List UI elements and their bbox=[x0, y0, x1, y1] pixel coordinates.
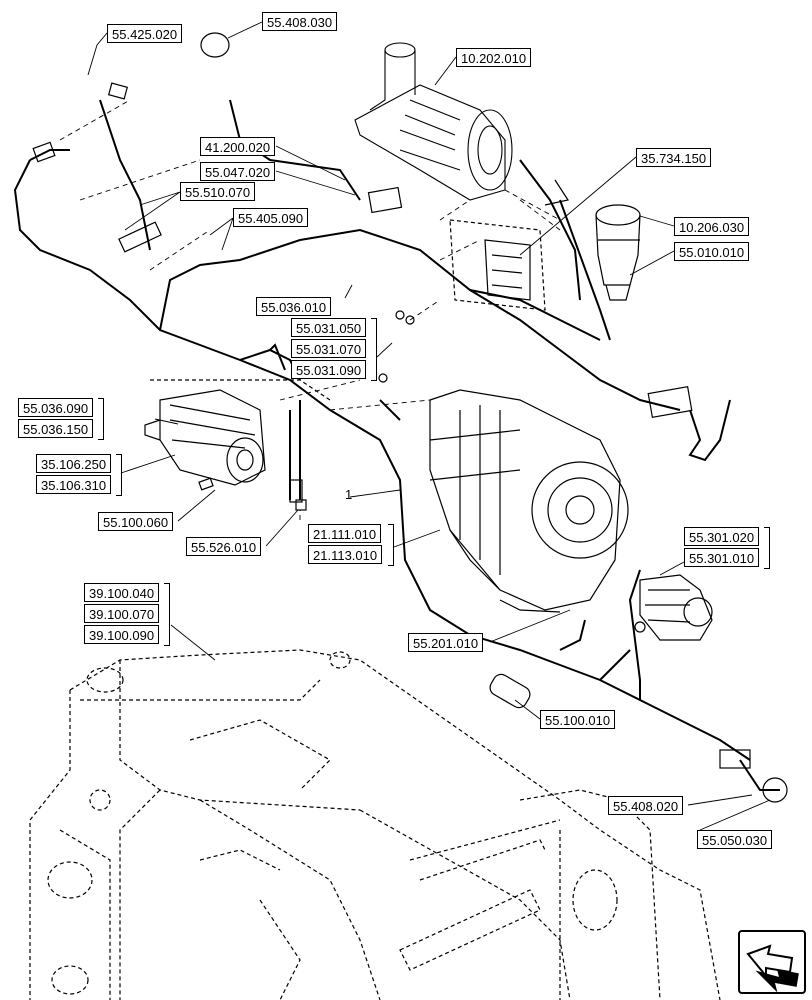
fuel-filter bbox=[595, 204, 641, 301]
bracket-55-031 bbox=[371, 318, 377, 381]
leader-lines bbox=[87, 21, 771, 831]
callout-55-036-150[interactable]: 55.036.150 bbox=[18, 419, 94, 438]
callout-55-047-020[interactable]: 55.047.020 bbox=[200, 162, 276, 181]
valve-block bbox=[449, 219, 546, 311]
hydraulic-pump bbox=[144, 379, 331, 486]
guide-lines bbox=[59, 99, 561, 520]
callout-55-510-070[interactable]: 55.510.070 bbox=[180, 182, 256, 201]
callout-55-031-070[interactable]: 55.031.070 bbox=[291, 339, 367, 358]
callout-41-200-020[interactable]: 41.200.020 bbox=[200, 137, 276, 156]
transmission bbox=[429, 389, 629, 613]
next-page-button[interactable] bbox=[738, 930, 806, 994]
callout-55-010-010[interactable]: 55.010.010 bbox=[674, 242, 750, 261]
callout-55-036-010[interactable]: 55.036.010 bbox=[256, 297, 332, 316]
callout-55-100-060[interactable]: 55.100.060 bbox=[98, 512, 174, 531]
item-number-label: 1 bbox=[345, 487, 353, 502]
callout-55-050-030[interactable]: 55.050.030 bbox=[697, 830, 773, 849]
callout-35-106-250[interactable]: 35.106.250 bbox=[36, 454, 112, 473]
callout-35-106-310[interactable]: 35.106.310 bbox=[36, 475, 112, 494]
callout-55-031-090[interactable]: 55.031.090 bbox=[291, 360, 367, 379]
chassis-frame bbox=[29, 649, 721, 1000]
bracket-21-11x bbox=[388, 524, 394, 566]
callout-55-526-010[interactable]: 55.526.010 bbox=[186, 537, 262, 556]
callout-55-036-090[interactable]: 55.036.090 bbox=[18, 398, 94, 417]
callout-55-301-010[interactable]: 55.301.010 bbox=[684, 548, 760, 567]
callout-55-100-010[interactable]: 55.100.010 bbox=[540, 710, 616, 729]
callout-39-100-090[interactable]: 39.100.090 bbox=[84, 625, 160, 644]
callout-55-405-090[interactable]: 55.405.090 bbox=[233, 208, 309, 227]
callout-21-111-010[interactable]: 21.111.010 bbox=[308, 524, 382, 543]
alternator bbox=[639, 574, 713, 641]
callout-10-206-030[interactable]: 10.206.030 bbox=[674, 217, 750, 236]
next-page-arrow-icon bbox=[746, 944, 799, 993]
bracket-55-036 bbox=[98, 398, 104, 440]
wiring-harness bbox=[13, 99, 780, 791]
callout-55-408-020[interactable]: 55.408.020 bbox=[608, 796, 684, 815]
callout-55-425-020[interactable]: 55.425.020 bbox=[107, 24, 183, 43]
callout-55-408-030[interactable]: 55.408.030 bbox=[262, 12, 338, 31]
bracket-55-301 bbox=[764, 527, 770, 569]
callout-55-031-050[interactable]: 55.031.050 bbox=[291, 318, 367, 337]
callout-39-100-070[interactable]: 39.100.070 bbox=[84, 604, 160, 623]
callout-35-734-150[interactable]: 35.734.150 bbox=[636, 148, 712, 167]
bracket-35-106 bbox=[116, 454, 122, 496]
callout-39-100-040[interactable]: 39.100.040 bbox=[84, 583, 160, 602]
bracket-39-100 bbox=[164, 583, 170, 646]
callout-10-202-010[interactable]: 10.202.010 bbox=[456, 48, 532, 67]
connectors bbox=[32, 32, 788, 803]
callout-21-113-010[interactable]: 21.113.010 bbox=[308, 545, 383, 564]
callout-55-301-020[interactable]: 55.301.020 bbox=[684, 527, 760, 546]
callout-55-201-010[interactable]: 55.201.010 bbox=[408, 633, 484, 652]
